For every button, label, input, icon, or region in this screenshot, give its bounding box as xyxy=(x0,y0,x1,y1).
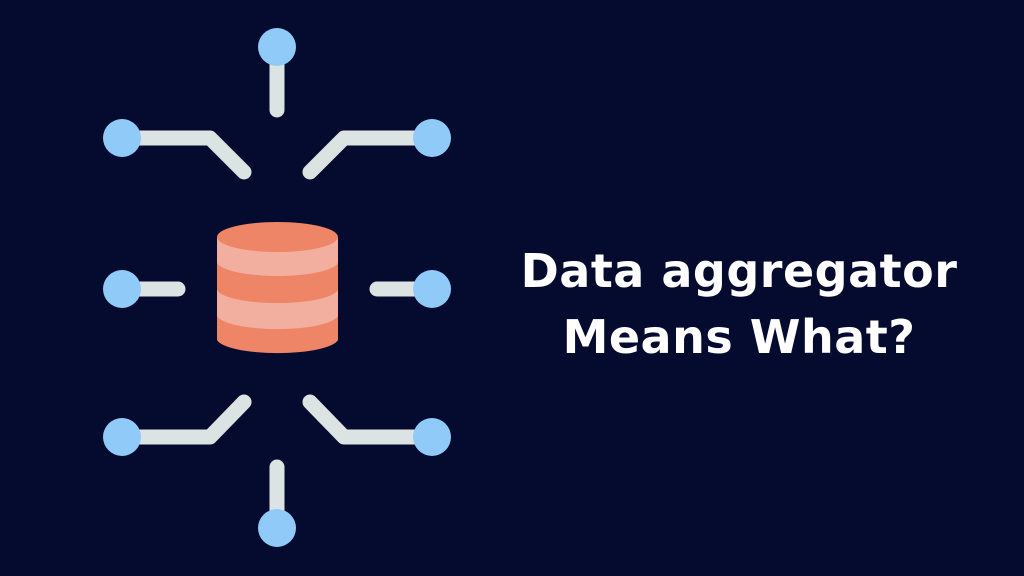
title-line-2: Means What? xyxy=(562,310,916,364)
node-circles xyxy=(103,28,451,547)
node-bottom-right-icon xyxy=(413,418,451,456)
database-cylinder-icon xyxy=(217,222,338,354)
node-top-right-icon xyxy=(413,119,451,157)
node-bottom-icon xyxy=(258,509,296,547)
node-top-left-icon xyxy=(103,119,141,157)
database-network-icon xyxy=(103,28,451,547)
node-top-icon xyxy=(258,28,296,66)
connector-lines xyxy=(122,44,432,533)
node-bottom-left-icon xyxy=(103,418,141,456)
page-title: Data aggregator Means What? xyxy=(500,238,978,370)
node-right-icon xyxy=(413,270,451,308)
title-line-1: Data aggregator xyxy=(520,244,958,298)
node-left-icon xyxy=(103,270,141,308)
